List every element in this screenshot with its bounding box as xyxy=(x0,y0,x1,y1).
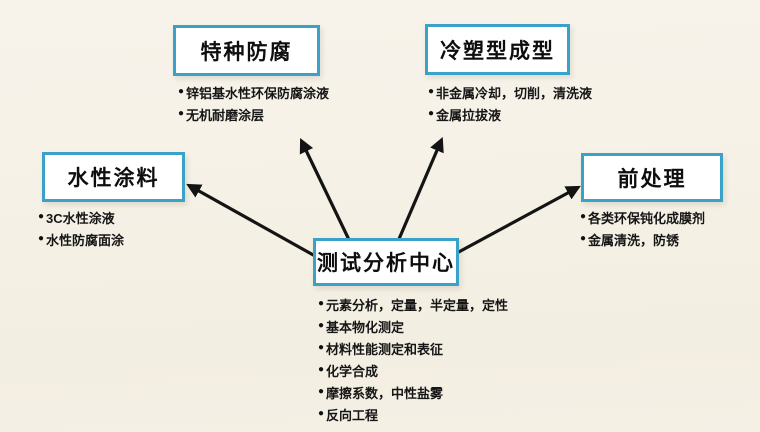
bullet-icon: ● xyxy=(318,342,325,353)
node-title: 冷塑型成型 xyxy=(440,39,555,63)
list-item: ● 金属拉拔液 xyxy=(428,103,592,125)
list-item: ● 元素分析，定量，半定量，定性 xyxy=(318,293,508,315)
list-item-text: 摩擦系数，中性盐雾 xyxy=(326,385,444,401)
bullet-icon: ● xyxy=(38,211,45,222)
list-item-text: 非金属冷却，切削，清洗液 xyxy=(436,85,593,101)
node-pretreatment: 前处理 xyxy=(581,153,723,202)
bullet-icon: ● xyxy=(178,108,185,119)
list-test-analysis-center: ● 元素分析，定量，半定量，定性 ● 基本物化测定 ● 材料性能测定和表征 ● … xyxy=(318,293,508,425)
bullet-icon: ● xyxy=(38,233,45,244)
list-item-text: 反向工程 xyxy=(326,407,379,423)
bullet-icon: ● xyxy=(318,386,325,397)
list-waterborne-coatings: ● 3C水性涂液 ● 水性防腐面涂 xyxy=(38,206,124,250)
bullet-icon: ● xyxy=(178,86,185,97)
bullet-icon: ● xyxy=(580,211,587,222)
list-item: ● 摩擦系数，中性盐雾 xyxy=(318,381,508,403)
list-cold-plastic-forming: ● 非金属冷却，切削，清洗液 ● 金属拉拔液 xyxy=(428,81,592,125)
node-waterborne-coatings: 水性涂料 xyxy=(42,152,185,202)
list-item: ● 各类环保钝化成膜剂 xyxy=(580,206,705,228)
list-item-text: 元素分析，定量，半定量，定性 xyxy=(326,297,509,313)
list-item-text: 水性防腐面涂 xyxy=(46,232,125,248)
list-item: ● 水性防腐面涂 xyxy=(38,228,124,250)
list-special-anticorrosion: ● 锌铝基水性环保防腐涂液 ● 无机耐磨涂层 xyxy=(178,81,329,125)
bullet-icon: ● xyxy=(318,298,325,309)
arrow-center-to-water xyxy=(186,183,326,263)
arrow-center-to-pre xyxy=(453,185,581,256)
bullet-icon: ● xyxy=(318,408,325,419)
bullet-icon: ● xyxy=(318,320,325,331)
node-test-analysis-center: 测试分析中心 xyxy=(313,238,459,286)
node-title: 水性涂料 xyxy=(67,167,160,190)
list-item-text: 化学合成 xyxy=(326,363,379,379)
list-item-text: 基本物化测定 xyxy=(326,319,405,335)
list-item: ● 锌铝基水性环保防腐涂液 xyxy=(178,81,329,103)
list-item-text: 材料性能测定和表征 xyxy=(326,341,444,357)
list-pretreatment: ● 各类环保钝化成膜剂 ● 金属清洗，防锈 xyxy=(580,206,705,250)
bullet-icon: ● xyxy=(580,233,587,244)
list-item: ● 材料性能测定和表征 xyxy=(318,337,508,359)
list-item: ● 3C水性涂液 xyxy=(38,206,124,228)
node-cold-plastic-forming: 冷塑型成型 xyxy=(425,24,570,75)
list-item: ● 金属清洗，防锈 xyxy=(580,228,705,250)
bullet-icon: ● xyxy=(428,86,435,97)
list-item: ● 无机耐磨涂层 xyxy=(178,103,329,125)
list-item-text: 金属拉拔液 xyxy=(436,107,502,123)
list-item-text: 金属清洗，防锈 xyxy=(588,232,680,248)
node-title: 前处理 xyxy=(617,167,687,191)
list-item: ● 基本物化测定 xyxy=(318,315,508,337)
list-item: ● 非金属冷却，切削，清洗液 xyxy=(428,81,592,103)
list-item-text: 3C水性涂液 xyxy=(46,210,115,226)
list-item-text: 无机耐磨涂层 xyxy=(186,107,265,123)
bullet-icon: ● xyxy=(428,108,435,119)
arrow-center-to-special xyxy=(299,138,354,248)
list-item: ● 反向工程 xyxy=(318,403,508,425)
list-item-text: 锌铝基水性环保防腐涂液 xyxy=(186,85,330,101)
list-item-text: 各类环保钝化成膜剂 xyxy=(588,210,706,226)
node-title: 特种防腐 xyxy=(200,40,293,64)
bullet-icon: ● xyxy=(318,364,325,375)
node-special-anticorrosion: 特种防腐 xyxy=(173,25,320,76)
arrow-center-to-cold xyxy=(394,136,444,248)
node-title: 测试分析中心 xyxy=(317,252,455,275)
list-item: ● 化学合成 xyxy=(318,359,508,381)
